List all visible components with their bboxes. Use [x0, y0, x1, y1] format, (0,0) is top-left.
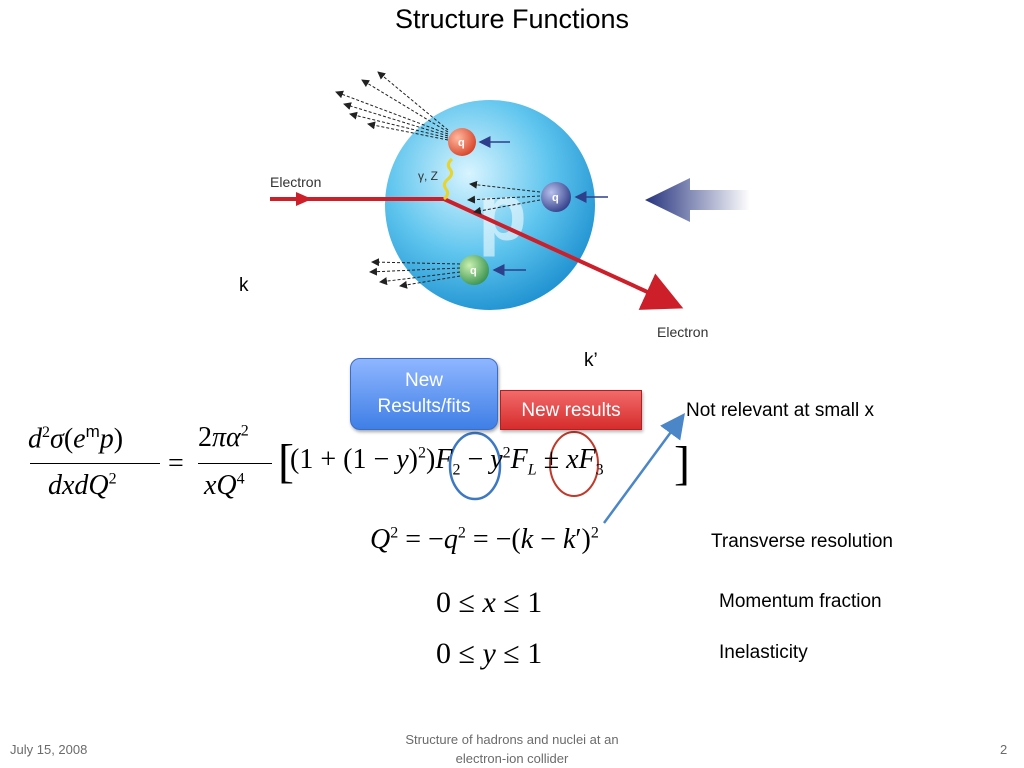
callout-blue-line2: Results/fits	[377, 396, 471, 417]
not-relevant-label: Not relevant at small x	[686, 400, 874, 421]
eq-lhs-numerator: d2σ(emp)	[28, 422, 124, 455]
proton-beam-arrow	[645, 178, 750, 222]
cross-section-equation: d2σ(emp) dxdQ2 = 2πα2 xQ4 [ (1 + (1 − y)…	[28, 418, 690, 518]
quark-green-label: q	[470, 265, 477, 277]
new-results-fits-callout: New Results/fits	[350, 358, 498, 430]
boson-label: γ, Z	[418, 169, 438, 183]
callout-blue-line1: New	[404, 370, 443, 391]
footer-center: Structure of hadrons and nuclei at an el…	[352, 730, 672, 768]
proton-label: p	[478, 168, 527, 257]
fl-highlight	[549, 431, 599, 497]
momentum-fraction-label: Momentum fraction	[719, 591, 882, 612]
footer-center-line1: Structure of hadrons and nuclei at an	[405, 732, 619, 747]
eq-rhs-denominator: xQ4	[204, 470, 245, 501]
quark-blue-label: q	[552, 192, 559, 204]
footer-page-number: 2	[1000, 742, 1008, 757]
proton-sphere	[385, 100, 595, 310]
quark-red	[448, 128, 476, 156]
eq-right-bracket: ]	[674, 437, 690, 490]
f2-highlight	[448, 431, 502, 501]
footer-center-line2: electron-ion collider	[455, 751, 569, 766]
eq-bracket-body: (1 + (1 − y)2)F2 − y2FL ± xF3	[290, 444, 604, 479]
transverse-resolution-label: Transverse resolution	[711, 531, 893, 552]
electron-in-arrowhead	[296, 192, 312, 206]
fragment-arrows-lower	[369, 258, 461, 289]
k-label: k	[239, 275, 249, 296]
eq-lhs-denominator: dxdQ2	[48, 470, 117, 501]
new-results-callout: New results	[500, 390, 642, 430]
electron-in-label: Electron	[270, 174, 321, 190]
x-range-equation: 0 ≤ x ≤ 1	[436, 586, 543, 619]
fragment-arrows-upper	[335, 71, 449, 141]
pointer-arrow	[602, 412, 685, 524]
eq-left-bracket: [	[278, 435, 294, 488]
electron-out-label: Electron	[657, 324, 708, 340]
quark-red-label: q	[458, 137, 465, 149]
quark-blue	[541, 182, 571, 212]
slide-title: Structure Functions	[394, 4, 630, 34]
footer-date: July 15, 2008	[10, 742, 88, 757]
eq-equals: =	[168, 448, 184, 479]
q2-equation: Q2 = −q2 = −(k − k′)2	[370, 524, 599, 555]
fragment-arrows-middle	[467, 180, 541, 215]
kprime-label: k’	[584, 350, 598, 371]
eq-rhs-numerator: 2πα2	[198, 422, 249, 453]
electron-out-line	[443, 197, 684, 310]
y-range-equation: 0 ≤ y ≤ 1	[436, 637, 543, 670]
photon-wiggle	[442, 157, 454, 201]
inelasticity-label: Inelasticity	[719, 642, 808, 663]
quark-green	[459, 255, 489, 285]
